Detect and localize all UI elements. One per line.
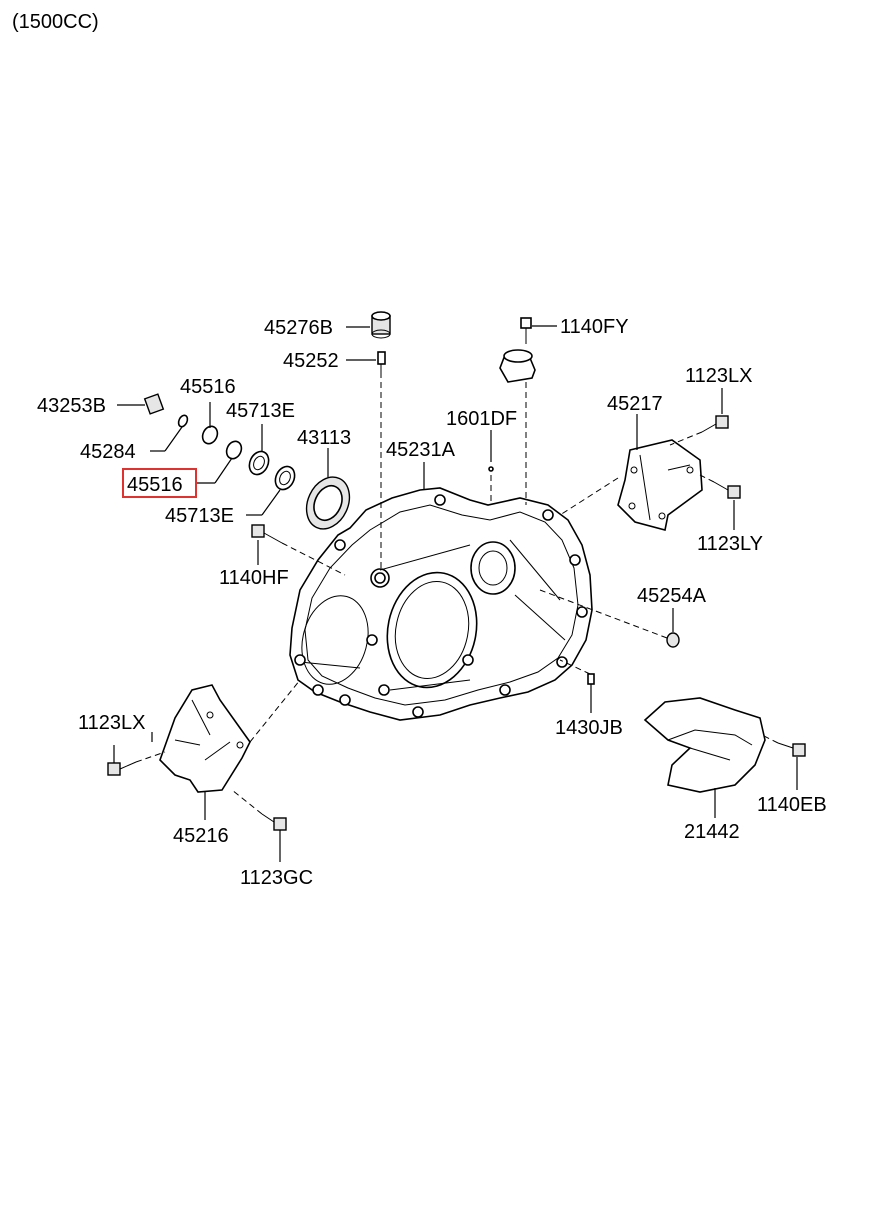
shim-45713E-bottom[interactable] [272, 463, 298, 492]
leader-lines [113, 325, 798, 862]
plug-45254A[interactable] [666, 632, 680, 648]
label-45516-top[interactable]: 45516 [180, 376, 236, 398]
label-45276B[interactable]: 45276B [264, 317, 333, 339]
bolt-1123LX-right[interactable] [701, 415, 729, 433]
variant-header: (1500CC) [12, 11, 99, 33]
label-1140HF[interactable]: 1140HF [219, 567, 289, 589]
label-43253B[interactable]: 43253B [37, 395, 106, 417]
label-45217[interactable]: 45217 [607, 393, 663, 415]
bolt-1123GC[interactable] [261, 813, 287, 831]
label-1123LX-left[interactable]: 1123LX [78, 712, 145, 734]
pin-1430JB[interactable] [587, 673, 595, 685]
shim-45713E-top[interactable] [246, 448, 272, 477]
label-21442[interactable]: 21442 [684, 821, 740, 843]
label-1430JB[interactable]: 1430JB [555, 717, 623, 739]
label-45252[interactable]: 45252 [283, 350, 339, 372]
label-1123LX-right[interactable]: 1123LX [685, 365, 752, 387]
label-1601DF[interactable]: 1601DF [446, 408, 517, 430]
bolt-1140HF[interactable] [251, 524, 283, 544]
bolt-1140FY[interactable] [520, 317, 532, 344]
nut-43253B[interactable] [143, 393, 165, 415]
dot-1601DF[interactable] [488, 466, 494, 472]
bracket-45217[interactable] [617, 439, 703, 531]
assembly-lines [135, 372, 779, 815]
cover-21442[interactable] [643, 697, 766, 793]
label-45713E-top[interactable]: 45713E [226, 400, 295, 422]
breather-cap[interactable] [499, 349, 536, 383]
oil-seal-43113[interactable] [298, 470, 357, 536]
label-45713E-bottom[interactable]: 45713E [165, 505, 234, 527]
pin-45252[interactable] [377, 351, 386, 372]
label-1123GC[interactable]: 1123GC [240, 867, 313, 889]
highlight-box [122, 468, 197, 498]
plug-45276B[interactable] [371, 311, 391, 339]
label-1123LY[interactable]: 1123LY [697, 533, 763, 555]
ring-45284[interactable] [177, 414, 189, 428]
label-1140EB[interactable]: 1140EB [757, 794, 827, 816]
ring-45516-top[interactable] [200, 424, 220, 446]
ring-45516-highlight[interactable] [224, 439, 244, 461]
transaxle-housing[interactable] [289, 487, 593, 721]
label-1140FY[interactable]: 1140FY [560, 316, 629, 338]
label-45516-highlight[interactable]: 45516 [127, 474, 183, 496]
label-45254A[interactable]: 45254A [637, 585, 707, 607]
label-45284[interactable]: 45284 [80, 441, 136, 463]
label-43113[interactable]: 43113 [297, 427, 351, 449]
bolt-1123LY[interactable] [713, 481, 741, 499]
bolt-1123LX-left[interactable] [107, 761, 137, 776]
label-45216[interactable]: 45216 [173, 825, 229, 847]
bracket-45216[interactable] [159, 684, 251, 793]
label-45231A[interactable]: 45231A [386, 439, 456, 461]
bolt-1140EB[interactable] [777, 742, 806, 757]
